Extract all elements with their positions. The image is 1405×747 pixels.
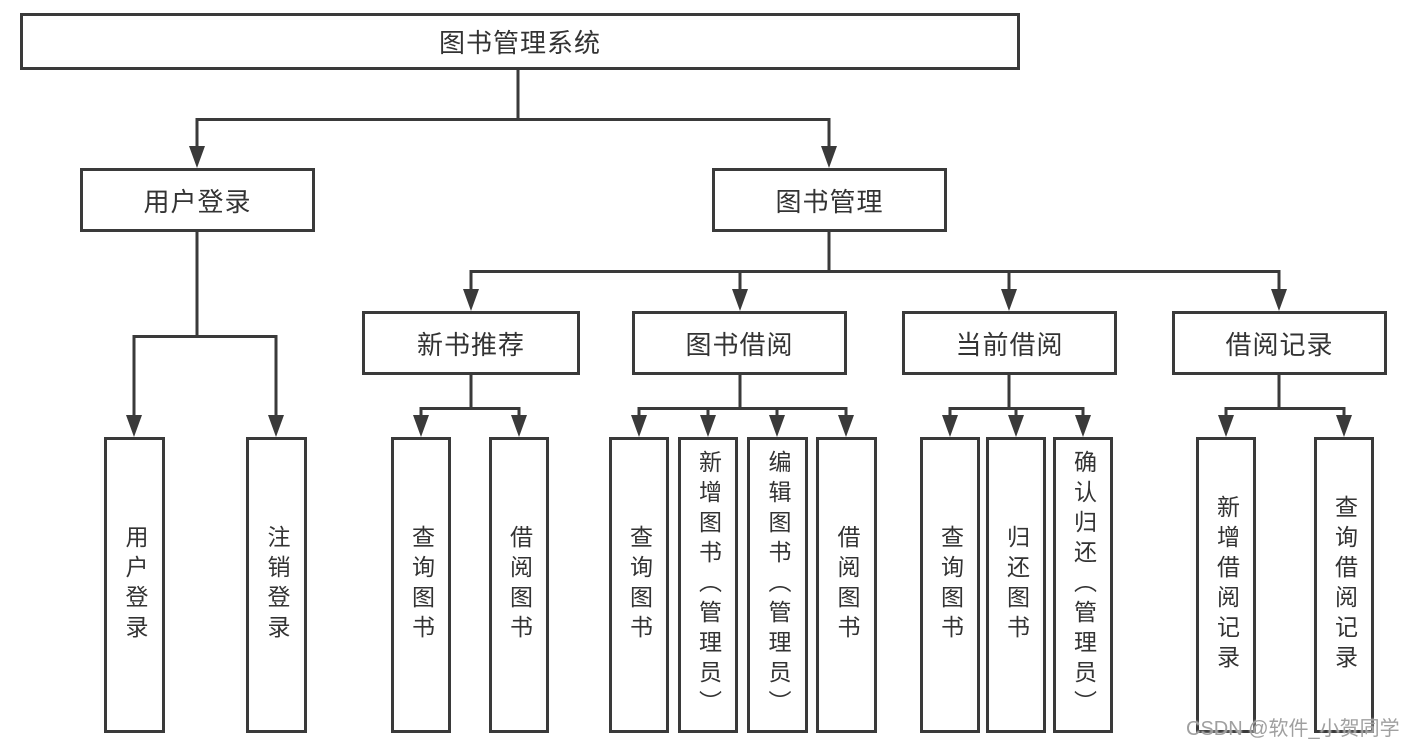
arrow-heads bbox=[126, 146, 1352, 437]
leaf-return-book: 归还图书 bbox=[986, 437, 1046, 733]
leaf-query-book-current: 查询图书 bbox=[920, 437, 980, 733]
leaf-query-borrow-record: 查询借阅记录 bbox=[1314, 437, 1374, 733]
leaf-user-login: 用户登录 bbox=[104, 437, 165, 733]
node-book-management: 图书管理 bbox=[712, 168, 947, 232]
leaf-add-book-admin: 新增图书（管理员） bbox=[678, 437, 738, 733]
node-user-login: 用户登录 bbox=[80, 168, 315, 232]
leaf-borrow-book-recommend: 借阅图书 bbox=[489, 437, 549, 733]
node-root: 图书管理系统 bbox=[20, 13, 1020, 70]
leaf-add-borrow-record: 新增借阅记录 bbox=[1196, 437, 1256, 733]
leaf-query-book-recommend: 查询图书 bbox=[391, 437, 451, 733]
leaf-logout: 注销登录 bbox=[246, 437, 307, 733]
connector-lines bbox=[132, 70, 1346, 421]
node-current-borrowing: 当前借阅 bbox=[902, 311, 1117, 375]
leaf-confirm-return-admin: 确认归还（管理员） bbox=[1053, 437, 1113, 733]
watermark: CSDN @软件_小贺同学 bbox=[1186, 718, 1400, 740]
leaf-borrow-book-borrowing: 借阅图书 bbox=[816, 437, 877, 733]
node-new-book-recommend: 新书推荐 bbox=[362, 311, 580, 375]
leaf-query-book-borrowing: 查询图书 bbox=[609, 437, 669, 733]
node-book-borrowing: 图书借阅 bbox=[632, 311, 847, 375]
leaf-edit-book-admin: 编辑图书（管理员） bbox=[747, 437, 808, 733]
node-borrowing-records: 借阅记录 bbox=[1172, 311, 1387, 375]
